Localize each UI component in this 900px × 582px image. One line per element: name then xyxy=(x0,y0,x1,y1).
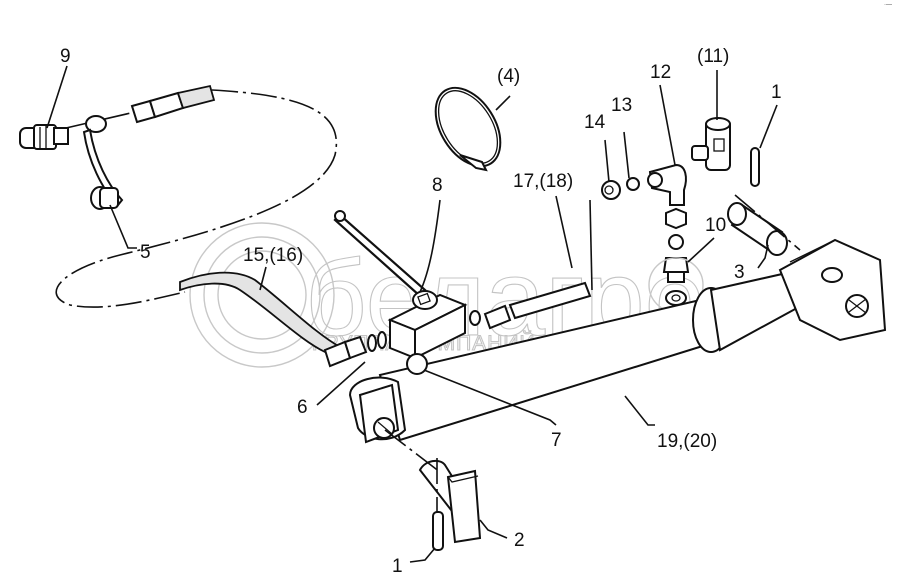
callout-9: 9 xyxy=(60,46,71,67)
watermark-ring-outer xyxy=(189,222,335,368)
pin-part-3 xyxy=(727,194,801,256)
callout-11: (11) xyxy=(697,46,729,67)
callout-8: 8 xyxy=(432,175,443,196)
fittings-parts-12-13-14 xyxy=(601,163,687,206)
quick-coupling-part-9 xyxy=(19,124,69,150)
spring-pin-part-1-upper xyxy=(750,147,760,187)
callout-7: 7 xyxy=(551,430,562,451)
hydraulic-hose-part-15 xyxy=(179,271,387,368)
callout-4: (4) xyxy=(497,66,520,87)
dust-cap-part-5 xyxy=(82,115,124,210)
callout-12: 12 xyxy=(650,62,671,83)
hose-clamp-part-4 xyxy=(434,86,502,172)
corner-mark: ·— xyxy=(884,2,892,8)
callout-19-20: 19,(20) xyxy=(657,431,717,452)
watermark-ring-middle xyxy=(203,236,321,354)
callout-3: 3 xyxy=(734,262,745,283)
hose-routing-line xyxy=(55,89,338,308)
callout-13: 13 xyxy=(611,95,632,116)
adapter-stack-part-10 xyxy=(648,207,704,313)
coupling-axis-line xyxy=(65,111,136,129)
watermark-ring-inner xyxy=(217,250,307,340)
hydraulic-cylinder-part-19 xyxy=(348,238,887,444)
spring-pin-part-1-lower xyxy=(432,511,444,551)
callout-10: 10 xyxy=(705,215,726,236)
callout-labels: 9 5 (4) 8 17,(18) 14 13 12 (11) 1 10 3 1… xyxy=(60,46,782,577)
callout-14: 14 xyxy=(584,112,606,133)
leader-lines xyxy=(46,65,778,563)
callout-5: 5 xyxy=(140,242,151,263)
hose-end-fitting xyxy=(130,84,216,124)
shut-off-valve-part-8 xyxy=(333,210,468,360)
callout-17-18: 17,(18) xyxy=(513,171,573,192)
callout-6: 6 xyxy=(297,397,308,418)
callout-15-16: 15,(16) xyxy=(243,245,303,266)
tee-fitting-part-11 xyxy=(691,117,731,171)
callout-1-lower: 1 xyxy=(392,556,403,577)
pipe-part-17 xyxy=(469,281,592,330)
clip-part-2 xyxy=(384,429,482,544)
callout-2: 2 xyxy=(514,530,525,551)
callout-1-upper: 1 xyxy=(771,82,782,103)
